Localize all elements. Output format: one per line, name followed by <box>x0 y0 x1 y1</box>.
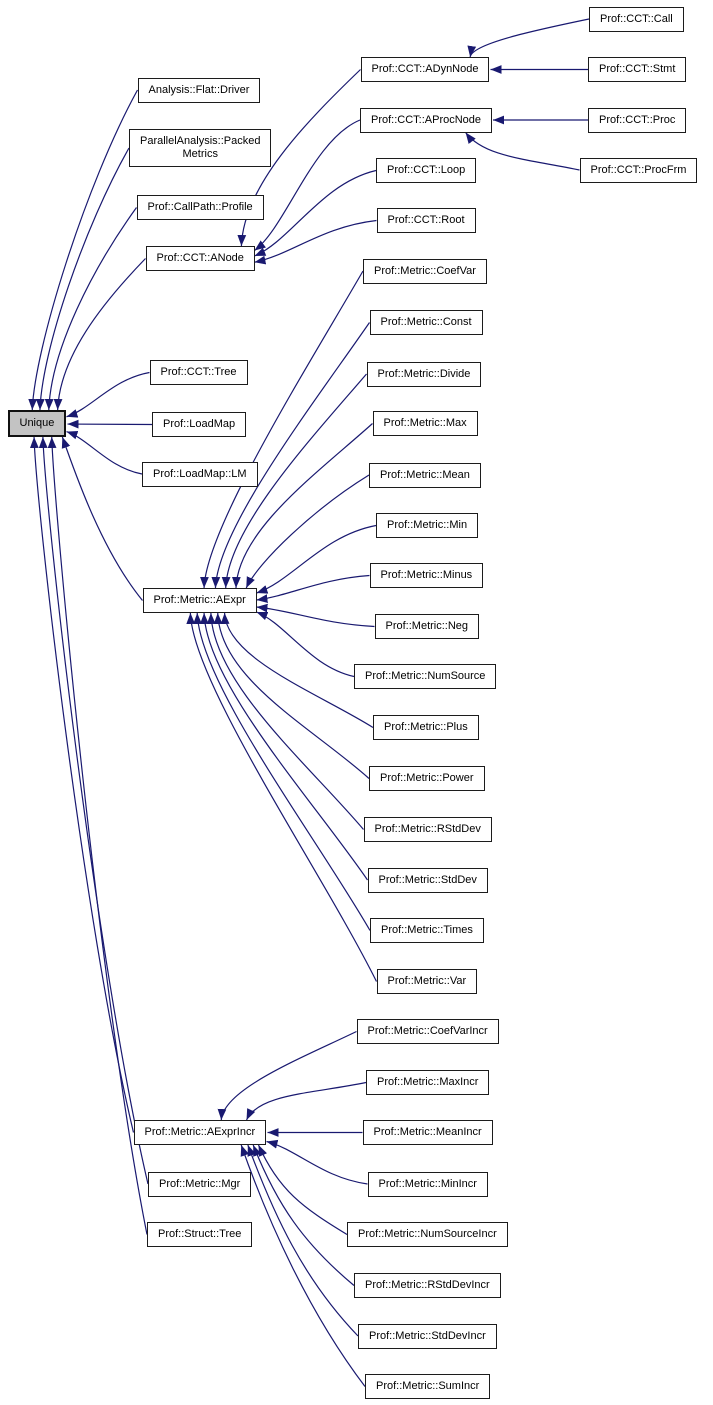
class-node-const[interactable]: Prof::Metric::Const <box>369 310 483 335</box>
class-node-stmt[interactable]: Prof::CCT::Stmt <box>588 57 687 82</box>
class-node-aexpr[interactable]: Prof::Metric::AExpr <box>142 588 257 613</box>
class-node-minincr[interactable]: Prof::Metric::MinIncr <box>367 1171 488 1197</box>
class-node-anode[interactable]: Prof::CCT::ANode <box>145 246 255 271</box>
class-node-stddevincr[interactable]: Prof::Metric::StdDevIncr <box>358 1323 497 1349</box>
inherits-edge-numsource-to-aexpr <box>256 611 355 678</box>
inherits-edge-stddev-to-aexpr <box>199 612 368 881</box>
inherits-edge-min-to-aexpr <box>256 524 377 594</box>
inherits-edge-anode-to-unique <box>53 258 146 411</box>
class-node-coefvar[interactable]: Prof::Metric::CoefVar <box>363 258 487 284</box>
inherits-edge-stddevincr-to-aexprincr <box>247 1144 359 1337</box>
class-node-procfrm[interactable]: Prof::CCT::ProcFrm <box>579 157 698 183</box>
inherits-edge-times-to-aexpr <box>193 612 371 931</box>
class-node-rstddevincr[interactable]: Prof::Metric::RStdDevIncr <box>354 1273 501 1298</box>
class-node-maxincr[interactable]: Prof::Metric::MaxIncr <box>366 1070 490 1095</box>
class-node-proc[interactable]: Prof::CCT::Proc <box>588 107 687 133</box>
inherits-edge-root-to-anode <box>254 219 377 265</box>
class-node-aprocnode[interactable]: Prof::CCT::AProcNode <box>360 107 493 133</box>
class-node-divide[interactable]: Prof::Metric::Divide <box>366 361 482 387</box>
inherits-edge-adynnode-to-anode <box>237 69 361 247</box>
inherits-edge-coefvarincr-to-aexprincr <box>217 1030 357 1121</box>
inherits-edge-sumincr-to-aexprincr <box>240 1144 366 1387</box>
class-node-loop[interactable]: Prof::CCT::Loop <box>376 158 477 183</box>
class-node-aexprincr[interactable]: Prof::Metric::AExprIncr <box>133 1120 267 1145</box>
class-node-power[interactable]: Prof::Metric::Power <box>369 766 485 791</box>
class-node-unique: Unique <box>7 410 67 437</box>
inherits-edge-profile-to-unique <box>44 207 137 411</box>
class-node-sumincr[interactable]: Prof::Metric::SumIncr <box>365 1374 491 1399</box>
class-node-packed[interactable]: ParallelAnalysis::Packed Metrics <box>129 129 272 167</box>
class-node-driver[interactable]: Analysis::Flat::Driver <box>137 77 261 103</box>
inherits-edge-loop-to-anode <box>254 169 377 257</box>
inherits-edge-max-to-aexpr <box>231 423 373 589</box>
class-node-meanincr[interactable]: Prof::Metric::MeanIncr <box>362 1120 493 1145</box>
class-node-coefvarincr[interactable]: Prof::Metric::CoefVarIncr <box>356 1019 499 1044</box>
inherits-edge-mgr-to-unique <box>38 436 149 1185</box>
class-node-structtree[interactable]: Prof::Struct::Tree <box>147 1222 253 1247</box>
class-node-loadmap[interactable]: Prof::LoadMap <box>152 412 247 437</box>
inherits-edge-minincr-to-aexprincr <box>266 1139 368 1185</box>
inherits-edge-aexpr-to-unique <box>61 436 143 601</box>
class-node-min[interactable]: Prof::Metric::Min <box>376 513 479 538</box>
class-node-plus[interactable]: Prof::Metric::Plus <box>373 715 479 740</box>
inherits-edge-driver-to-unique <box>28 89 139 411</box>
class-node-max[interactable]: Prof::Metric::Max <box>372 411 478 436</box>
inherits-edge-structtree-to-unique <box>47 436 148 1235</box>
inherits-edge-rstddev-to-aexpr <box>206 612 364 830</box>
class-node-minus[interactable]: Prof::Metric::Minus <box>369 563 484 588</box>
class-node-profile[interactable]: Prof::CallPath::Profile <box>136 195 264 220</box>
inherits-edge-minus-to-aexpr <box>256 574 370 603</box>
class-node-mgr[interactable]: Prof::Metric::Mgr <box>148 1171 252 1197</box>
inherits-edge-aprocnode-to-anode <box>254 119 361 251</box>
class-node-root[interactable]: Prof::CCT::Root <box>376 208 476 233</box>
inherits-edge-call-to-adynnode <box>467 18 590 58</box>
inherits-edge-ccttree-to-unique <box>66 371 150 418</box>
class-node-mean[interactable]: Prof::Metric::Mean <box>369 462 481 488</box>
inherits-edge-loadmaplm-to-unique <box>66 430 143 475</box>
inherits-edge-plus-to-aexpr <box>220 612 374 729</box>
inherits-edge-maxincr-to-aexprincr <box>246 1081 367 1121</box>
class-node-numsource[interactable]: Prof::Metric::NumSource <box>354 664 497 689</box>
class-node-rstddev[interactable]: Prof::Metric::RStdDev <box>363 817 492 842</box>
inherits-edge-aexprincr-to-unique <box>29 436 135 1133</box>
class-node-var[interactable]: Prof::Metric::Var <box>376 969 478 994</box>
inherits-edge-packed-to-unique <box>35 147 130 411</box>
inherits-edge-procfrm-to-aprocnode <box>465 132 580 171</box>
inherits-edge-mean-to-aexpr <box>245 474 370 589</box>
class-node-ccttree[interactable]: Prof::CCT::Tree <box>149 360 248 385</box>
class-node-call[interactable]: Prof::CCT::Call <box>589 6 684 32</box>
inherits-edge-divide-to-aexpr <box>221 373 367 589</box>
class-node-neg[interactable]: Prof::Metric::Neg <box>374 614 480 639</box>
class-node-stddev[interactable]: Prof::Metric::StdDev <box>367 867 488 893</box>
inherits-edge-const-to-aexpr <box>211 322 370 589</box>
class-node-times[interactable]: Prof::Metric::Times <box>370 918 484 943</box>
class-node-numsourceincr[interactable]: Prof::Metric::NumSourceIncr <box>347 1222 508 1247</box>
inherits-edge-var-to-aexpr <box>186 612 378 982</box>
class-node-loadmaplm[interactable]: Prof::LoadMap::LM <box>142 461 258 487</box>
inherits-edge-coefvar-to-aexpr <box>200 270 364 589</box>
inherits-edge-rstddevincr-to-aexprincr <box>252 1144 355 1286</box>
inherits-edge-power-to-aexpr <box>213 612 370 779</box>
inherits-edge-numsourceincr-to-aexprincr <box>257 1144 348 1236</box>
class-node-adynnode[interactable]: Prof::CCT::ADynNode <box>360 57 490 82</box>
inherits-edge-neg-to-aexpr <box>256 603 375 628</box>
